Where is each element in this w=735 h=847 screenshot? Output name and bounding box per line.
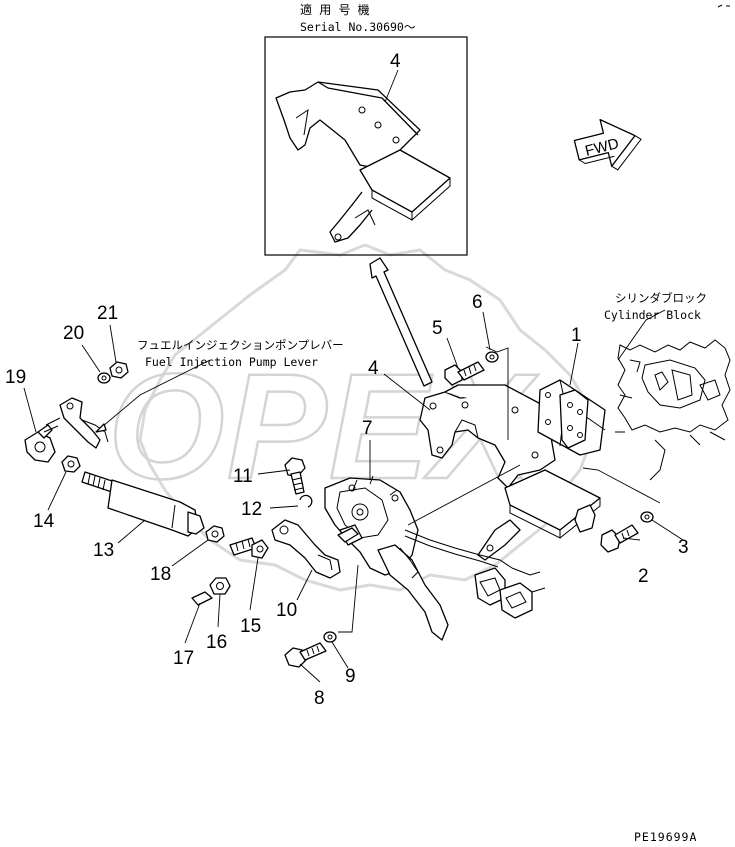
bolt-5-drawing <box>444 361 485 386</box>
callout-3: 3 <box>678 537 689 558</box>
applicability-label: 適 用 号 機 <box>300 2 370 17</box>
washer-20-drawing <box>97 372 111 384</box>
cylinder-block-label-jp: シリンダブロック <box>615 291 707 305</box>
inset-box: 4 <box>264 36 468 256</box>
control-unit-7-drawing <box>324 475 449 641</box>
callout-9: 9 <box>345 666 356 687</box>
main-bracket-drawing <box>419 384 601 561</box>
cylinder-block-label-en: Cylinder Block <box>604 308 701 322</box>
ball-joint-19-drawing <box>24 424 56 463</box>
watermark-gear-outline <box>138 243 597 592</box>
callout-8: 8 <box>314 688 325 709</box>
callout-2: 2 <box>638 566 649 587</box>
washer-3-hole <box>644 514 650 520</box>
inset-callout-4: 4 <box>390 51 401 72</box>
washer-6-drawing <box>485 351 499 363</box>
pump-lever-arrow-line <box>95 359 211 433</box>
callout-21: 21 <box>97 303 118 324</box>
bolt-8-path-line <box>338 564 359 633</box>
drawing-code: PE19699A <box>634 830 697 844</box>
callout-15: 15 <box>240 616 261 637</box>
bracket-6-hint-line <box>485 346 509 440</box>
nut-21-drawing <box>109 361 129 379</box>
callout-12: 12 <box>241 499 262 520</box>
harness-connectors-drawing <box>404 529 546 619</box>
callout-11: 11 <box>233 466 253 487</box>
callout-1: 1 <box>571 325 582 346</box>
inset-bracket-drawing <box>275 81 451 243</box>
callout-20: 20 <box>63 323 84 344</box>
callout-6: 6 <box>472 292 483 313</box>
nut-14-drawing <box>61 455 81 473</box>
bolt-11-drawing <box>284 457 306 495</box>
callout-7: 7 <box>362 418 373 439</box>
inset-leader-4 <box>384 69 399 103</box>
callout-16: 16 <box>206 632 227 653</box>
pin-17-drawing <box>191 591 213 606</box>
washer-3-drawing <box>640 511 654 523</box>
mount-plate-drawing <box>537 379 606 456</box>
callout-17: 17 <box>173 648 194 669</box>
fuel-pump-lever-label-en: Fuel Injection Pump Lever <box>145 355 318 369</box>
corner-mark-icon <box>717 4 730 8</box>
cylinder-block-drawing <box>615 339 731 481</box>
callout-19: 19 <box>5 367 26 388</box>
rod-13-drawing <box>81 471 205 537</box>
bolt-8-drawing <box>284 642 327 668</box>
nut-16-drawing <box>209 577 231 595</box>
bolt-path-line <box>582 467 661 504</box>
bolt-2-drawing <box>600 524 639 553</box>
lever-10-drawing <box>271 519 359 579</box>
serial-label: Serial No.30690～ <box>300 20 416 34</box>
fuel-pump-lever-label-jp: フュエルインジェクションポンプレバー <box>137 338 344 352</box>
inset-reference-arrow <box>369 257 433 387</box>
callout-4: 4 <box>368 358 379 379</box>
cylinder-block-arrow-line <box>617 309 666 361</box>
callout-10: 10 <box>276 600 297 621</box>
callout-numbers: 1 2 3 4 5 6 7 8 9 10 11 12 13 14 15 16 1… <box>5 292 689 709</box>
nut-18-drawing <box>205 525 225 543</box>
washer-6-hole <box>489 354 495 360</box>
fwd-marker: FWD <box>573 118 642 171</box>
pump-lever-arrowhead-icon <box>95 423 107 433</box>
pump-lever-drawing <box>43 397 109 449</box>
callout-5: 5 <box>432 318 443 339</box>
callout-13: 13 <box>93 540 114 561</box>
snap-ring-12-drawing <box>299 494 313 508</box>
callout-14: 14 <box>33 511 55 532</box>
callout-18: 18 <box>150 564 171 585</box>
unit-to-bracket-line <box>407 464 521 526</box>
leader-lines <box>23 311 684 683</box>
rod-end-15-drawing <box>229 537 269 559</box>
washer-9-drawing <box>323 631 337 643</box>
inset-frame <box>264 36 468 256</box>
